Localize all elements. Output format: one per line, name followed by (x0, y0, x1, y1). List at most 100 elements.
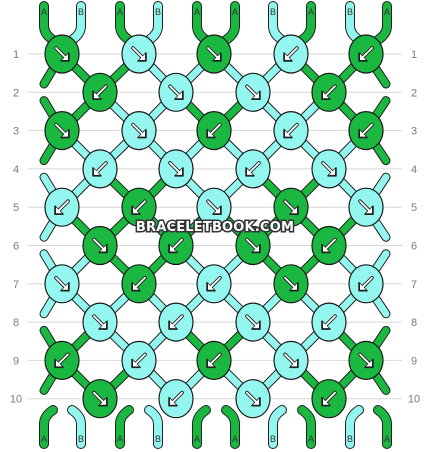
watermark-text: BRACELETBOOK.COM (136, 220, 294, 235)
knot-arrow-icon (283, 199, 299, 215)
strand-label-top: A (308, 7, 314, 17)
knot (82, 149, 118, 189)
knot-arrow-icon (168, 390, 184, 407)
strand-bottom (222, 406, 239, 448)
knot-arrow-icon (245, 314, 261, 330)
row-label-left: 4 (13, 164, 19, 176)
row-label-left: 3 (13, 126, 19, 138)
strand-bottom (346, 406, 363, 448)
knot (121, 264, 157, 304)
knot-arrow-icon (92, 390, 108, 407)
row-label-right: 4 (411, 164, 417, 176)
knot-arrow-icon (206, 352, 222, 369)
knot (235, 225, 271, 266)
knot (158, 149, 194, 189)
knot (273, 34, 309, 74)
strand-top (116, 2, 133, 44)
row-label-left: 10 (10, 394, 22, 406)
strand-label-bottom: B (347, 434, 353, 444)
row-label-left: 9 (13, 355, 19, 367)
knot-arrow-icon (358, 275, 374, 292)
knot (121, 340, 157, 380)
knot-arrow-icon (206, 199, 222, 215)
knot (121, 34, 157, 74)
strand-label-top: A (117, 7, 123, 17)
row-label-right: 6 (411, 241, 417, 253)
strand-label-bottom: A (41, 434, 47, 444)
knot (196, 187, 232, 227)
row-label-left: 7 (13, 279, 19, 291)
knot-arrow-icon (206, 46, 222, 62)
strand-label-top: B (347, 7, 353, 17)
knot (82, 302, 118, 342)
row-label-right: 8 (411, 317, 417, 329)
knot-arrow-icon (358, 352, 374, 369)
strand-label-bottom: B (270, 434, 276, 444)
knot-arrow-icon (283, 122, 299, 139)
knot (158, 225, 194, 266)
knot (82, 225, 118, 266)
knot (311, 302, 347, 342)
knot-arrow-icon (358, 46, 374, 62)
strand-top (222, 2, 239, 44)
knot (311, 72, 347, 112)
strand-label-bottom: B (155, 434, 161, 444)
knot (196, 34, 232, 74)
knot-arrow-icon (54, 46, 70, 62)
strand-label-bottom: A (384, 434, 390, 444)
row-label-right: 7 (411, 279, 417, 291)
knot-arrow-icon (92, 84, 108, 101)
strand-bottom (68, 406, 85, 448)
knot-arrow-icon (245, 84, 261, 101)
knot-arrow-icon (131, 352, 147, 369)
row-label-right: 2 (411, 87, 417, 99)
row-label-right: 5 (411, 202, 417, 214)
strand-top (145, 2, 162, 44)
strand-label-bottom: A (232, 434, 238, 444)
knot-arrow-icon (283, 275, 299, 292)
knot-arrow-icon (131, 199, 147, 215)
knot (196, 111, 232, 151)
knot (158, 72, 194, 112)
knot-arrow-icon (245, 237, 261, 254)
knot-arrow-icon (54, 199, 70, 215)
knot (348, 340, 384, 380)
knot-arrow-icon (54, 122, 70, 139)
knot-arrow-icon (358, 199, 374, 215)
knot (311, 149, 347, 189)
knot (348, 111, 384, 151)
strand-label-top: A (41, 7, 47, 17)
strand-label-bottom: A (308, 434, 314, 444)
knot (44, 34, 80, 74)
row-label-left: 6 (13, 241, 19, 253)
strand-label-bottom: A (117, 434, 123, 444)
knot (121, 111, 157, 151)
knot (82, 379, 118, 419)
knot (348, 187, 384, 227)
knot-arrow-icon (131, 46, 147, 62)
knot (235, 72, 271, 112)
strand-bottom (40, 406, 57, 448)
knot-arrow-icon (92, 237, 108, 254)
knot-arrow-icon (321, 161, 337, 177)
knot-arrow-icon (54, 352, 70, 369)
knot (82, 72, 118, 112)
strand-label-top: A (232, 7, 238, 17)
row-label-left: 8 (13, 317, 19, 329)
knot-grid (44, 34, 384, 419)
knot-arrow-icon (168, 84, 184, 101)
strand-label-top: B (78, 7, 84, 17)
knot-arrow-icon (321, 390, 337, 407)
knot (273, 111, 309, 151)
strand-bottom (116, 406, 133, 448)
strand-label-top: B (155, 7, 161, 17)
knot (235, 379, 271, 419)
row-label-right: 3 (411, 126, 417, 138)
strand-label-top: A (194, 7, 200, 17)
knot-arrow-icon (131, 122, 147, 139)
strand-label-bottom: B (78, 434, 84, 444)
knot-arrow-icon (206, 122, 222, 139)
knot (121, 187, 157, 227)
knot (44, 187, 80, 227)
